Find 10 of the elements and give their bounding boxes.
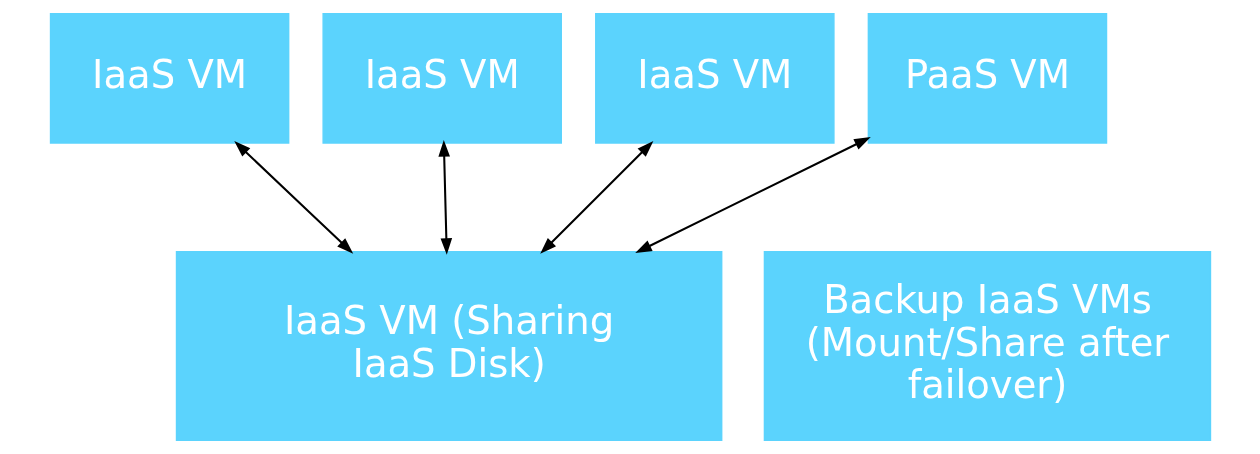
arrow [634, 137, 871, 254]
node-box: IaaS VM [321, 12, 562, 144]
arrow [437, 140, 452, 255]
node-box: IaaS VM (Sharing IaaS Disk) [175, 251, 722, 442]
node-box: IaaS VM [49, 12, 289, 144]
node-box: IaaS VM [594, 12, 835, 144]
node-box: Backup IaaS VMs (Mount/Share after failover) [763, 251, 1211, 442]
arrow [539, 140, 653, 254]
arrow [233, 141, 353, 254]
node-box: PaaS VM [867, 12, 1107, 144]
